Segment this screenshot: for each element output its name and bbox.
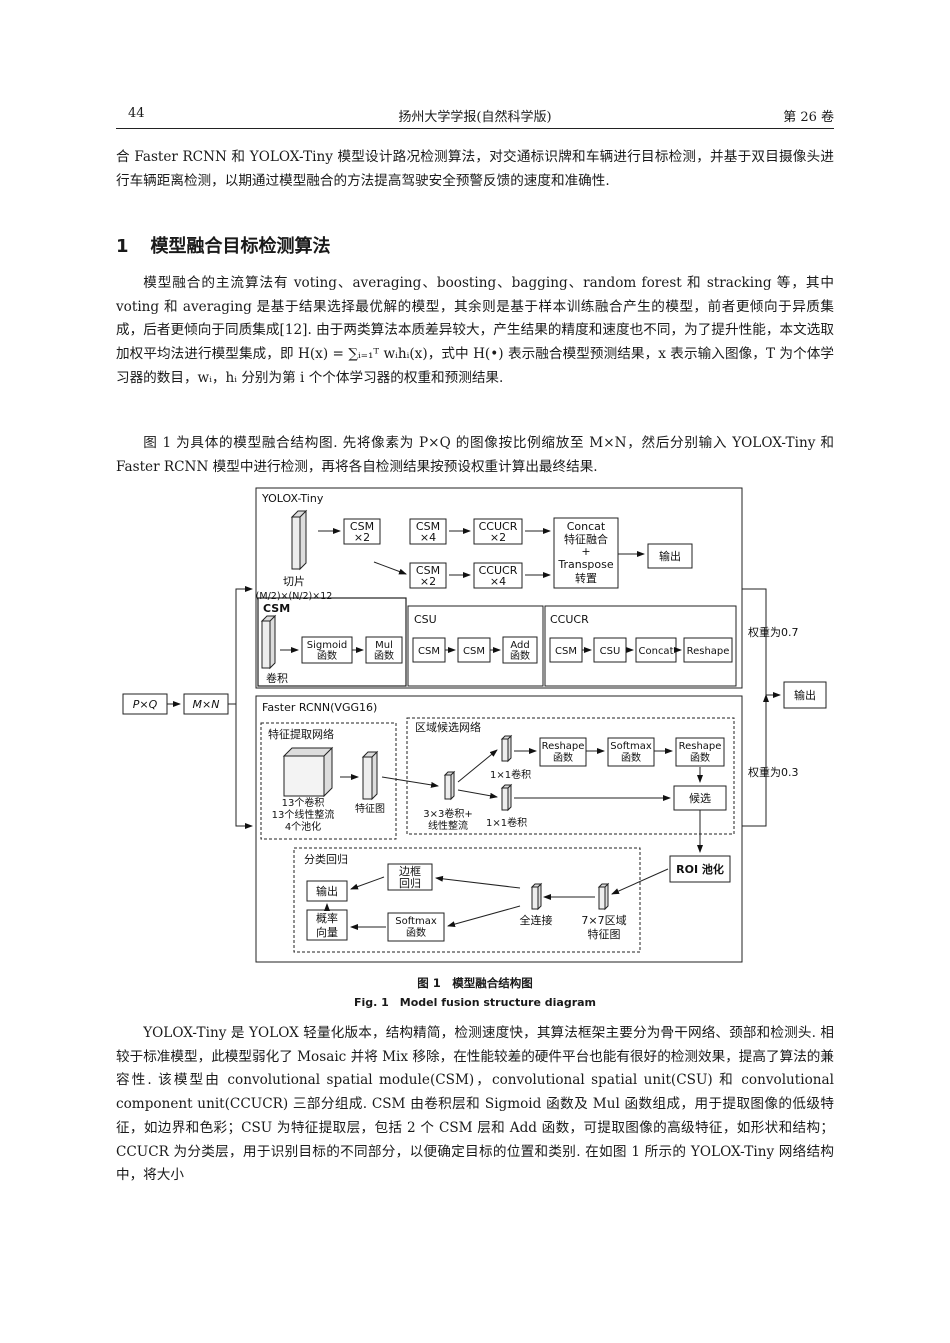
weight-03: 权重为0.3 <box>748 765 799 779</box>
svg-text:1×1卷积: 1×1卷积 <box>490 768 531 781</box>
section-heading: 1 模型融合目标检测算法 <box>116 232 331 258</box>
svg-text:×2: ×2 <box>354 531 370 544</box>
input-mn: M×N <box>193 698 220 711</box>
journal-title: 扬州大学学报(自然科学版) <box>398 110 552 125</box>
svg-text:CSM: CSM <box>555 646 577 657</box>
svg-text:×4: ×4 <box>490 575 506 588</box>
svg-text:Transpose: Transpose <box>557 558 614 571</box>
svg-text:+: + <box>581 545 590 558</box>
csm-x2b-label: CSM <box>416 564 440 577</box>
yolo-output: 输出 <box>659 549 681 563</box>
svg-text:函数: 函数 <box>553 751 573 764</box>
paragraph-fusion-methods: 模型融合的主流算法有 voting、averaging、boosting、bag… <box>116 275 834 386</box>
svg-text:CSU: CSU <box>600 646 621 657</box>
page-number: 44 <box>128 106 145 121</box>
figure-caption-cn: 图 1 模型融合结构图 <box>417 976 533 990</box>
svg-text:CSM: CSM <box>463 646 485 657</box>
svg-text:函数: 函数 <box>317 649 337 662</box>
region77-label: 7×7区域 <box>581 914 626 927</box>
frcnn-title: Faster RCNN(VGG16) <box>262 701 377 714</box>
reshape2-label: Reshape <box>679 741 722 752</box>
paragraph-yolox: YOLOX-Tiny 是 YOLOX 轻量化版本，结构精简，检测速度快，其算法框… <box>116 1025 834 1184</box>
add-label: Add <box>510 640 529 651</box>
svg-text:1×1卷积: 1×1卷积 <box>486 816 527 829</box>
svg-text:3×3卷积+: 3×3卷积+ <box>423 807 472 820</box>
svg-text:函数: 函数 <box>690 751 710 764</box>
bbox-label: 边框 <box>399 865 421 878</box>
svg-text:函数: 函数 <box>406 926 426 939</box>
feature-map-label: 特征图 <box>355 803 385 815</box>
csm-title: CSM <box>263 602 290 615</box>
svg-text:回归: 回归 <box>399 876 421 890</box>
svg-text:13个卷积: 13个卷积 <box>282 796 325 809</box>
svg-text:4个池化: 4个池化 <box>285 820 321 833</box>
csm-x2-label: CSM <box>350 520 374 533</box>
svg-text:函数: 函数 <box>621 751 641 764</box>
conv-label: 卷积 <box>266 671 288 685</box>
svg-text:转置: 转置 <box>575 571 597 585</box>
slice-label: 切片 <box>283 575 305 588</box>
sigmoid-label: Sigmoid <box>307 640 347 651</box>
roi-label: ROI 池化 <box>676 862 724 876</box>
svg-text:×4: ×4 <box>420 531 436 544</box>
ccucr-x4-label: CCUCR <box>479 564 518 577</box>
svg-text:函数: 函数 <box>510 649 530 662</box>
intro-paragraph: 合 Faster RCNN 和 YOLOX-Tiny 模型设计路况检测算法，对交… <box>116 149 834 189</box>
mul-label: Mul <box>375 640 393 651</box>
weight-07: 权重为0.7 <box>748 625 799 639</box>
fc-label: 全连接 <box>520 913 553 927</box>
csm-x4-label: CSM <box>416 520 440 533</box>
cls-title: 分类回归 <box>304 852 348 866</box>
candidate-label: 候选 <box>689 791 711 805</box>
reshape1-label: Reshape <box>542 741 585 752</box>
ccucr-x2-label: CCUCR <box>479 520 518 533</box>
final-output: 输出 <box>794 688 816 702</box>
svg-text:CSM: CSM <box>418 646 440 657</box>
csu-title: CSU <box>414 613 437 626</box>
svg-text:函数: 函数 <box>374 649 394 662</box>
svg-text:Concat: Concat <box>639 646 674 657</box>
svg-text:13个线性整流: 13个线性整流 <box>272 808 335 821</box>
rpn-title: 区域候选网络 <box>415 720 481 734</box>
svg-text:×2: ×2 <box>490 531 506 544</box>
concat-label: Concat <box>567 520 606 533</box>
ccucr-title: CCUCR <box>550 613 589 626</box>
svg-text:特征融合: 特征融合 <box>564 532 608 546</box>
running-header: 44 扬州大学学报(自然科学版) 第 26 卷 <box>116 104 834 129</box>
svg-text:Reshape: Reshape <box>687 646 730 657</box>
softmax1-label: Softmax <box>610 741 652 752</box>
prob-label: 概率 <box>316 911 338 925</box>
input-pq: P×Q <box>133 698 158 711</box>
softmax2-label: Softmax <box>395 916 437 927</box>
svg-text:线性整流: 线性整流 <box>428 819 468 832</box>
svg-text:向量: 向量 <box>316 925 338 939</box>
volume-label: 第 26 卷 <box>783 110 834 125</box>
paragraph-figure-intro: 图 1 为具体的模型融合结构图. 先将像素为 P×Q 的图像按比例缩放至 M×N… <box>116 435 834 475</box>
svg-text:特征图: 特征图 <box>588 927 621 941</box>
model-fusion-diagram: YOLOX-Tiny 切片 (M/2)×(N/2)×12 CSM ×2 CSM … <box>122 487 827 963</box>
svg-text:×2: ×2 <box>420 575 436 588</box>
feature-net-title: 特征提取网络 <box>268 727 334 741</box>
section-number: 1 <box>116 236 129 257</box>
figure-caption-en: Fig. 1 Model fusion structure diagram <box>353 996 597 1009</box>
slice-dimension: (M/2)×(N/2)×12 <box>256 591 333 602</box>
yolo-title: YOLOX-Tiny <box>261 492 324 505</box>
cls-output: 输出 <box>316 884 338 898</box>
section-title: 模型融合目标检测算法 <box>150 236 331 257</box>
